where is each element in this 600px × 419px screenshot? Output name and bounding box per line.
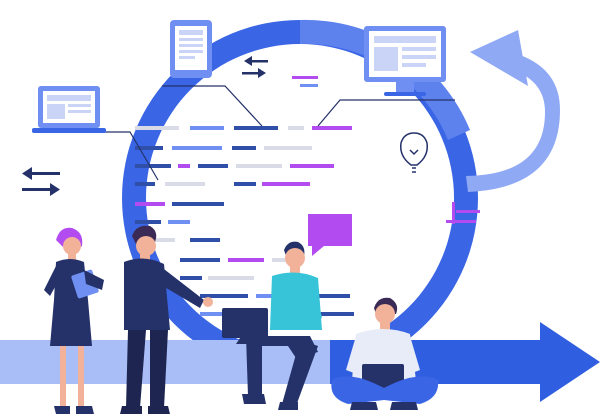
man-sitting-with-laptop [222,241,322,410]
man-cross-legged-with-laptop [331,297,439,410]
man-pointing [120,225,213,414]
cycle-arrow-icon [466,30,560,192]
code-lines [135,126,354,316]
tablet-wireframe-icon [170,20,212,78]
sync-arrows-icon [242,56,268,78]
tag-lines [292,76,480,224]
sync-arrows-icon [22,167,60,196]
woman-with-tablet [44,227,104,414]
speech-bubble-icon [308,214,352,256]
monitor-wireframe-icon [364,26,446,96]
laptop-wireframe-icon [32,86,106,133]
lightbulb-icon [399,132,429,173]
